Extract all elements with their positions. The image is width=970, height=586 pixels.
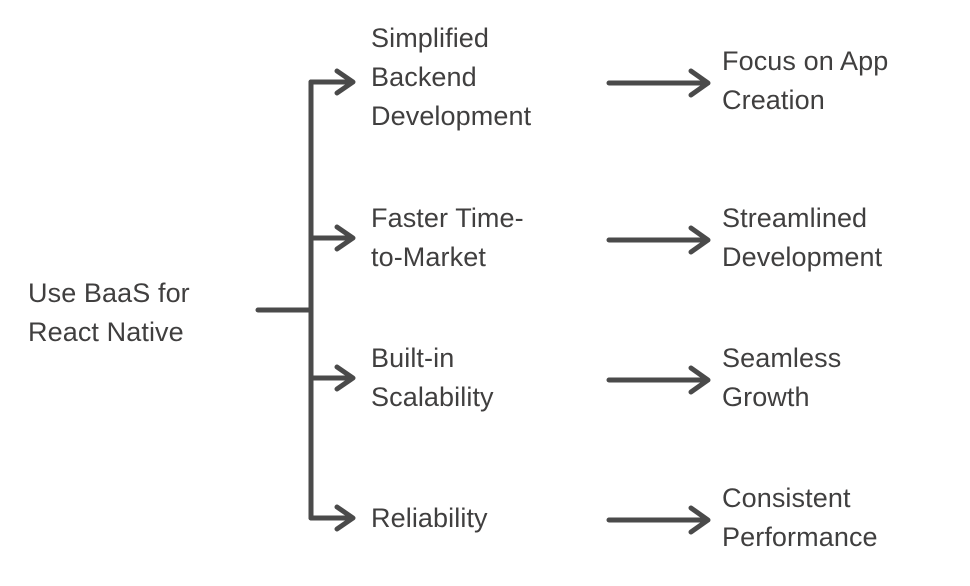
- branch-arrowhead-2: [334, 224, 356, 252]
- branch-node-label-3: Built-in Scalability: [371, 343, 494, 412]
- branch-node-label-1: Simplified Backend Development: [371, 23, 532, 131]
- outcome-arrowhead-2: [688, 225, 711, 255]
- outcome-node-label-3: Seamless Growth: [722, 343, 842, 412]
- branch-arrowhead-1: [334, 68, 356, 96]
- outcome-arrowhead-3: [688, 365, 711, 395]
- outcome-node-label-4: Consistent Performance: [722, 483, 878, 552]
- outcome-node-label-1: Focus on App Creation: [722, 46, 889, 115]
- branch-node-label-2: Faster Time- to-Market: [371, 203, 524, 272]
- branch-arrowhead-3: [334, 364, 356, 392]
- outcome-arrowhead-1: [688, 68, 711, 98]
- outcome-arrowhead-4: [688, 505, 711, 535]
- branch-arrowhead-4: [334, 504, 356, 532]
- branch-node-label-4: Reliability: [371, 503, 488, 533]
- outcome-node-label-2: Streamlined Development: [722, 203, 883, 272]
- root-node-label: Use BaaS for React Native: [28, 278, 190, 347]
